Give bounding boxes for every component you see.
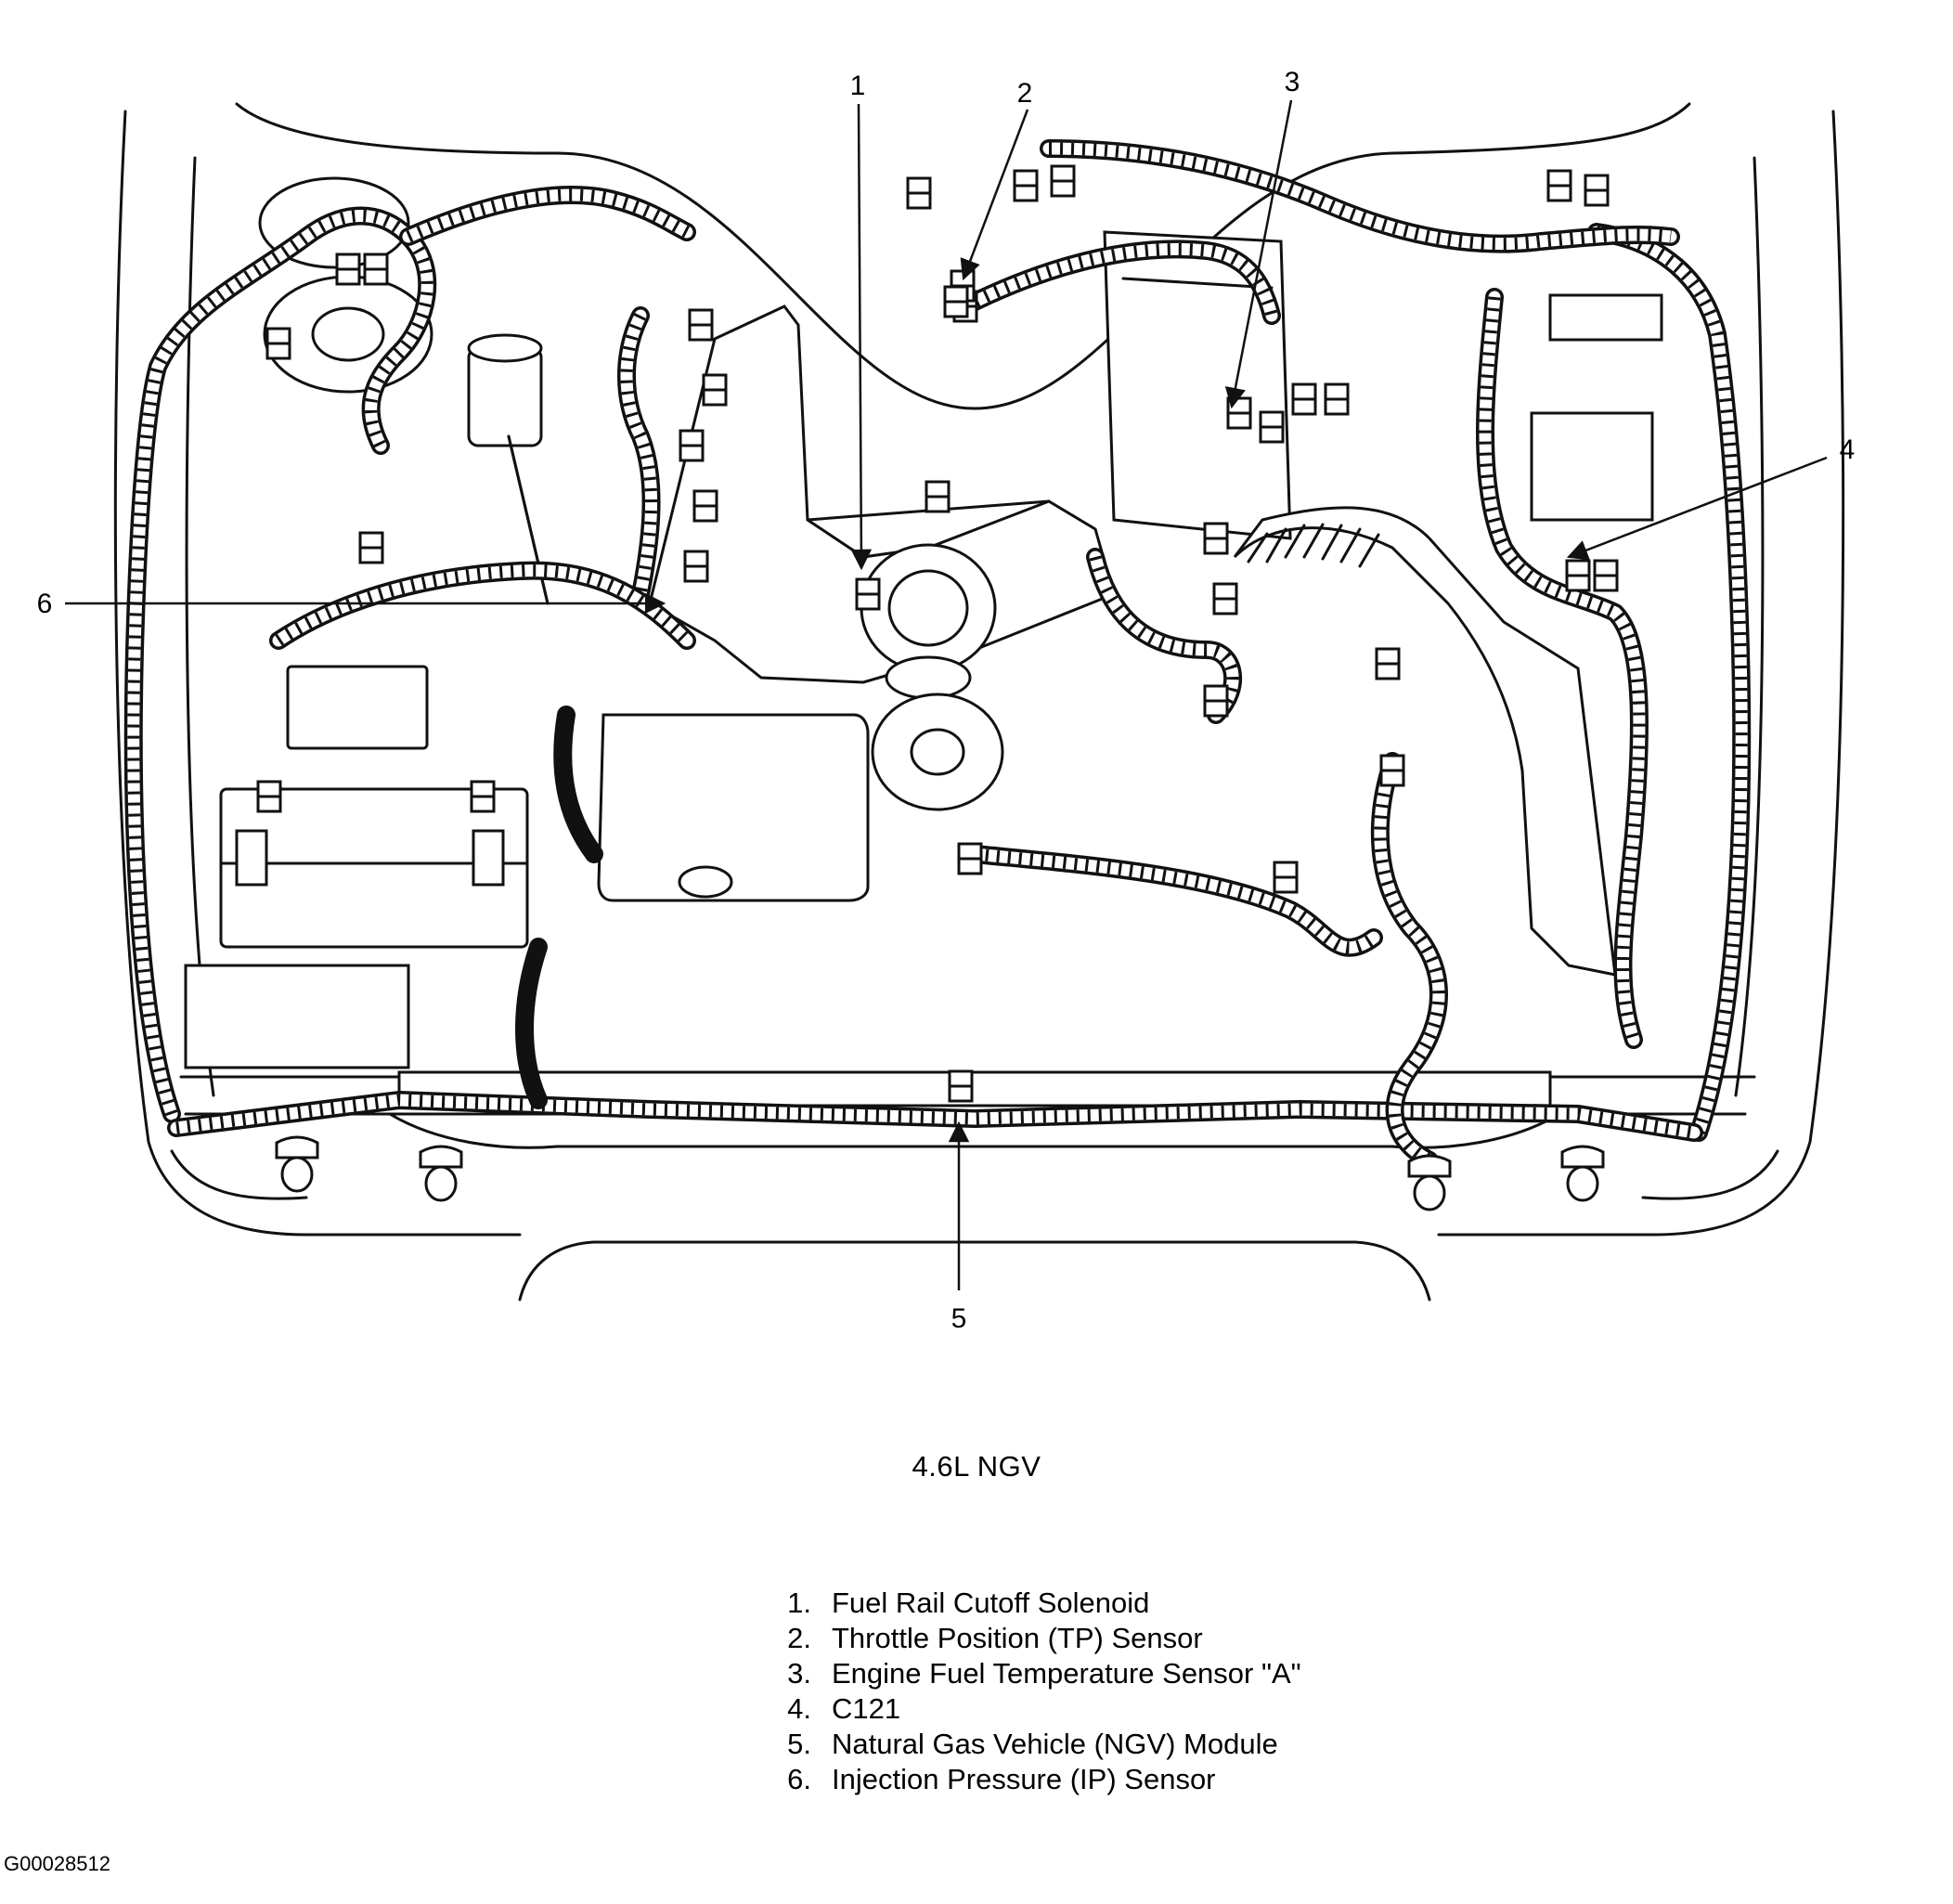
- legend-number: 6.: [787, 1763, 811, 1795]
- callout-4: 4: [1840, 434, 1856, 465]
- engine-compartment-diagram: 1 2 3 4 5 6: [37, 67, 1856, 1334]
- legend-label: C121: [832, 1692, 901, 1725]
- callout-1-leader: [850, 103, 873, 571]
- figure-id: G00028512: [4, 1852, 110, 1875]
- throttle-body: [1103, 230, 1292, 540]
- legend-label: Injection Pressure (IP) Sensor: [832, 1763, 1216, 1795]
- legend-item: 1. Fuel Rail Cutoff Solenoid: [761, 1586, 1301, 1621]
- legend-item: 2. Throttle Position (TP) Sensor: [761, 1621, 1301, 1656]
- callout-6: 6: [37, 589, 53, 619]
- legend-number: 2.: [787, 1622, 811, 1654]
- callout-leaders: [65, 99, 1828, 1290]
- diagram-subtitle: 4.6L NGV: [912, 1450, 1041, 1483]
- callout-2: 2: [1017, 78, 1033, 109]
- filter-canister: [467, 333, 550, 605]
- component-legend: 1. Fuel Rail Cutoff Solenoid 2. Throttle P…: [761, 1586, 1301, 1797]
- legend-label: Engine Fuel Temperature Sensor "A": [832, 1657, 1301, 1690]
- callout-1: 1: [850, 71, 866, 101]
- wiring-harness: [123, 139, 1752, 1170]
- air-intake-duct: [1233, 506, 1617, 977]
- coolant-reservoir: [597, 713, 870, 902]
- battery: [184, 787, 529, 1069]
- callout-3: 3: [1285, 67, 1300, 97]
- legend-item: 6. Injection Pressure (IP) Sensor: [761, 1762, 1301, 1797]
- callout-5: 5: [951, 1303, 967, 1334]
- legend-number: 3.: [787, 1657, 811, 1690]
- callout-numbers: 1 2 3 4 5 6: [37, 67, 1856, 1334]
- callout-3-leader: [1224, 99, 1293, 409]
- legend-label: Natural Gas Vehicle (NGV) Module: [832, 1728, 1278, 1760]
- legend-number: 1.: [787, 1587, 811, 1619]
- right-module: [1530, 293, 1663, 522]
- callout-4-leader: [1566, 456, 1828, 561]
- legend-item: 5. Natural Gas Vehicle (NGV) Module: [761, 1727, 1301, 1762]
- alternator: [860, 543, 997, 700]
- legend-label: Throttle Position (TP) Sensor: [832, 1622, 1203, 1654]
- legend-number: 4.: [787, 1692, 811, 1725]
- relay-module: [286, 665, 429, 750]
- legend-item: 4. C121: [761, 1691, 1301, 1727]
- legend-number: 5.: [787, 1728, 811, 1760]
- body-outline: [113, 102, 1845, 1302]
- legend-label: Fuel Rail Cutoff Solenoid: [832, 1587, 1150, 1619]
- legend-item: 3. Engine Fuel Temperature Sensor "A": [761, 1656, 1301, 1691]
- callout-2-leader: [960, 109, 1029, 281]
